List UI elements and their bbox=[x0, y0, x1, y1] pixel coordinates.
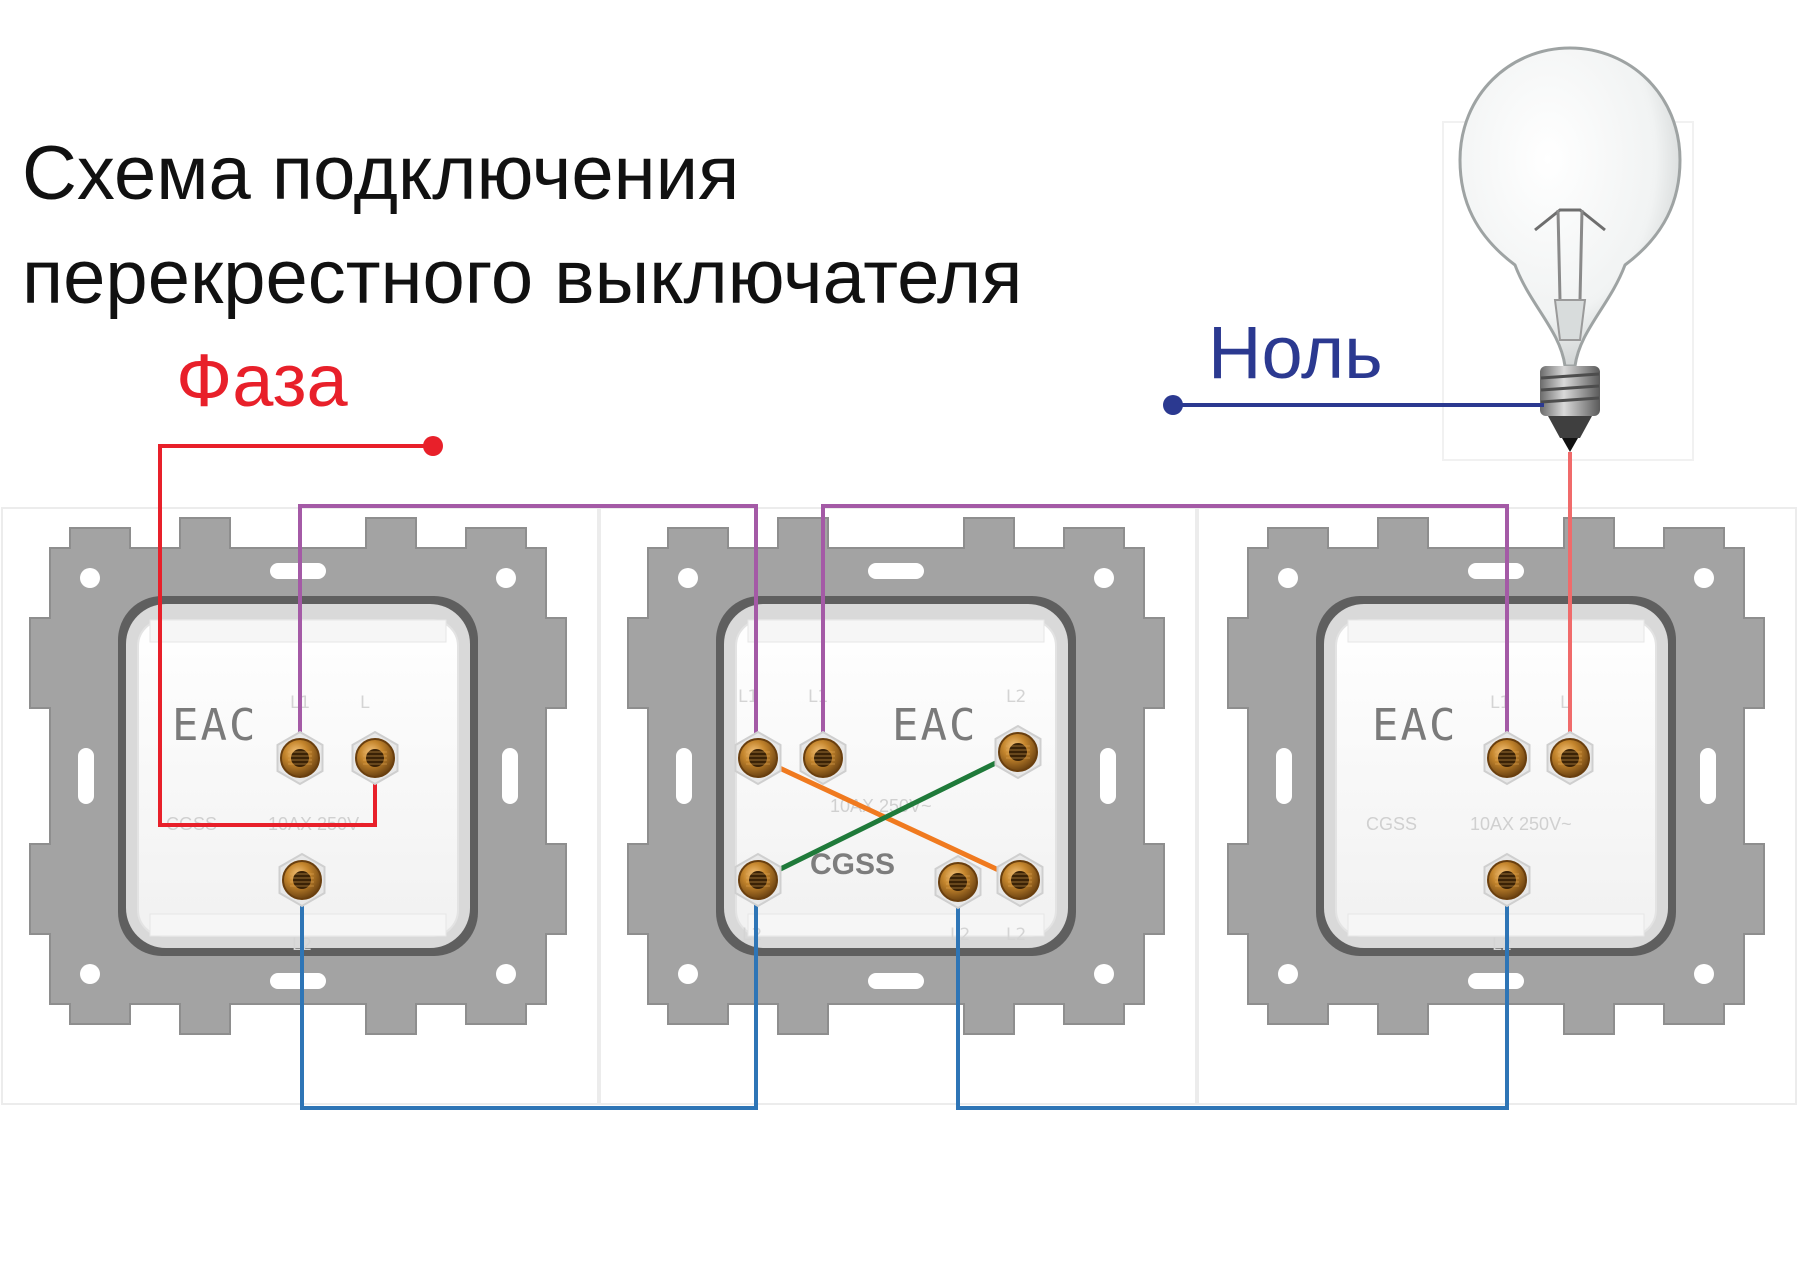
brand-label: CGSS bbox=[810, 848, 895, 881]
mounting-hole bbox=[678, 568, 698, 588]
eac-mark-icon: EAC bbox=[172, 700, 257, 751]
module-left-markings: EAC L1 L L2 CGSS 10AX 250V~ bbox=[166, 693, 370, 955]
terminal-hole bbox=[749, 749, 767, 767]
mounting-slot bbox=[1700, 748, 1716, 804]
face-ledge-top bbox=[1347, 619, 1645, 643]
terminal-hole bbox=[293, 871, 311, 889]
mounting-slot bbox=[270, 973, 326, 989]
terminal-screws bbox=[276, 724, 1594, 910]
terminal-hole bbox=[1011, 871, 1029, 889]
terminal-screw bbox=[278, 852, 326, 908]
terminal-screw bbox=[351, 730, 399, 786]
terminal-screw bbox=[996, 852, 1044, 908]
terminal-screw bbox=[1483, 852, 1531, 908]
mounting-slot bbox=[1468, 563, 1524, 579]
mounting-hole bbox=[1094, 964, 1114, 984]
module-right-markings: EAC L1 L L2 CGSS 10AX 250V~ bbox=[1366, 693, 1572, 955]
mounting-slot bbox=[1468, 973, 1524, 989]
terminal-hole bbox=[1498, 871, 1516, 889]
terminal-label-l2: L2 bbox=[950, 925, 970, 945]
mounting-hole bbox=[1278, 568, 1298, 588]
wires bbox=[158, 395, 1572, 1110]
terminal-hole bbox=[1561, 749, 1579, 767]
terminal-label-l2: L2 bbox=[1492, 935, 1512, 955]
page-title: Схема подключения перекрестного выключат… bbox=[22, 122, 1022, 330]
cross-wire-orange bbox=[756, 755, 1022, 883]
brand-label: CGSS bbox=[1366, 814, 1417, 834]
face-ledge-bottom bbox=[1347, 913, 1645, 937]
terminal-label-l2: L2 bbox=[1006, 925, 1026, 945]
terminal-hole bbox=[1009, 743, 1027, 761]
cross-wire-green bbox=[756, 749, 1020, 883]
mounting-hole bbox=[1694, 568, 1714, 588]
terminal-label-l2: L2 bbox=[742, 925, 762, 945]
eac-mark-icon: EAC bbox=[892, 700, 977, 751]
mounting-hole bbox=[80, 964, 100, 984]
traveler-wire-upper-left bbox=[298, 504, 758, 758]
mounting-slot bbox=[1100, 748, 1116, 804]
terminal-hole bbox=[1498, 749, 1516, 767]
terminal-hole bbox=[749, 871, 767, 889]
module-middle-markings: EAC L1 L1 L2 L2 L2 L2 10AX 250V~ CGSS bbox=[738, 687, 1026, 945]
traveler-wire-lower-left bbox=[300, 880, 758, 1110]
terminal-hole bbox=[366, 749, 384, 767]
mounting-hole bbox=[1694, 964, 1714, 984]
terminal-label-l2: L2 bbox=[1006, 687, 1026, 707]
traveler-wire-upper-right bbox=[821, 504, 1509, 758]
mounting-hole bbox=[1278, 964, 1298, 984]
rating-label: 10AX 250V~ bbox=[1470, 814, 1572, 834]
terminal-screw bbox=[934, 854, 982, 910]
phase-label: Фаза bbox=[176, 339, 349, 422]
mounting-slot bbox=[868, 973, 924, 989]
terminal-label-l1: L1 bbox=[808, 687, 828, 707]
traveler-wire-lower-right bbox=[956, 880, 1509, 1110]
mounting-hole bbox=[1094, 568, 1114, 588]
phase-wire-endpoint bbox=[423, 436, 443, 456]
terminal-label-l1: L1 bbox=[738, 687, 758, 707]
mounting-hole bbox=[496, 964, 516, 984]
title-line-2: перекрестного выключателя bbox=[22, 235, 1023, 320]
terminal-screw bbox=[994, 724, 1042, 780]
terminal-screw bbox=[799, 730, 847, 786]
terminal-screw bbox=[1483, 730, 1531, 786]
face-ledge-bottom bbox=[747, 913, 1045, 937]
terminal-screw bbox=[734, 730, 782, 786]
terminal-hole bbox=[291, 749, 309, 767]
title-line-1: Схема подключения bbox=[22, 131, 740, 216]
eac-mark-icon: EAC bbox=[1372, 700, 1457, 751]
face-ledge-top bbox=[747, 619, 1045, 643]
face-ledge-bottom bbox=[149, 913, 447, 937]
mounting-hole bbox=[80, 568, 100, 588]
switch-module-middle bbox=[627, 517, 1165, 1035]
phase-wire bbox=[158, 444, 433, 827]
terminal-hole bbox=[814, 749, 832, 767]
mounting-slot bbox=[676, 748, 692, 804]
mounting-slot bbox=[868, 563, 924, 579]
light-bulb-icon bbox=[1458, 46, 1682, 452]
neutral-wire-endpoint bbox=[1163, 395, 1183, 415]
terminal-screw bbox=[1546, 730, 1594, 786]
mounting-hole bbox=[496, 568, 516, 588]
terminal-label-l: L bbox=[1560, 693, 1570, 713]
terminal-screw bbox=[734, 852, 782, 908]
terminal-screw bbox=[276, 730, 324, 786]
terminal-label-l: L bbox=[360, 693, 370, 713]
terminal-hole bbox=[949, 873, 967, 891]
mounting-hole bbox=[678, 964, 698, 984]
mounting-slot bbox=[1276, 748, 1292, 804]
neutral-label: Ноль bbox=[1208, 311, 1383, 394]
mounting-slot bbox=[78, 748, 94, 804]
mounting-slot bbox=[502, 748, 518, 804]
